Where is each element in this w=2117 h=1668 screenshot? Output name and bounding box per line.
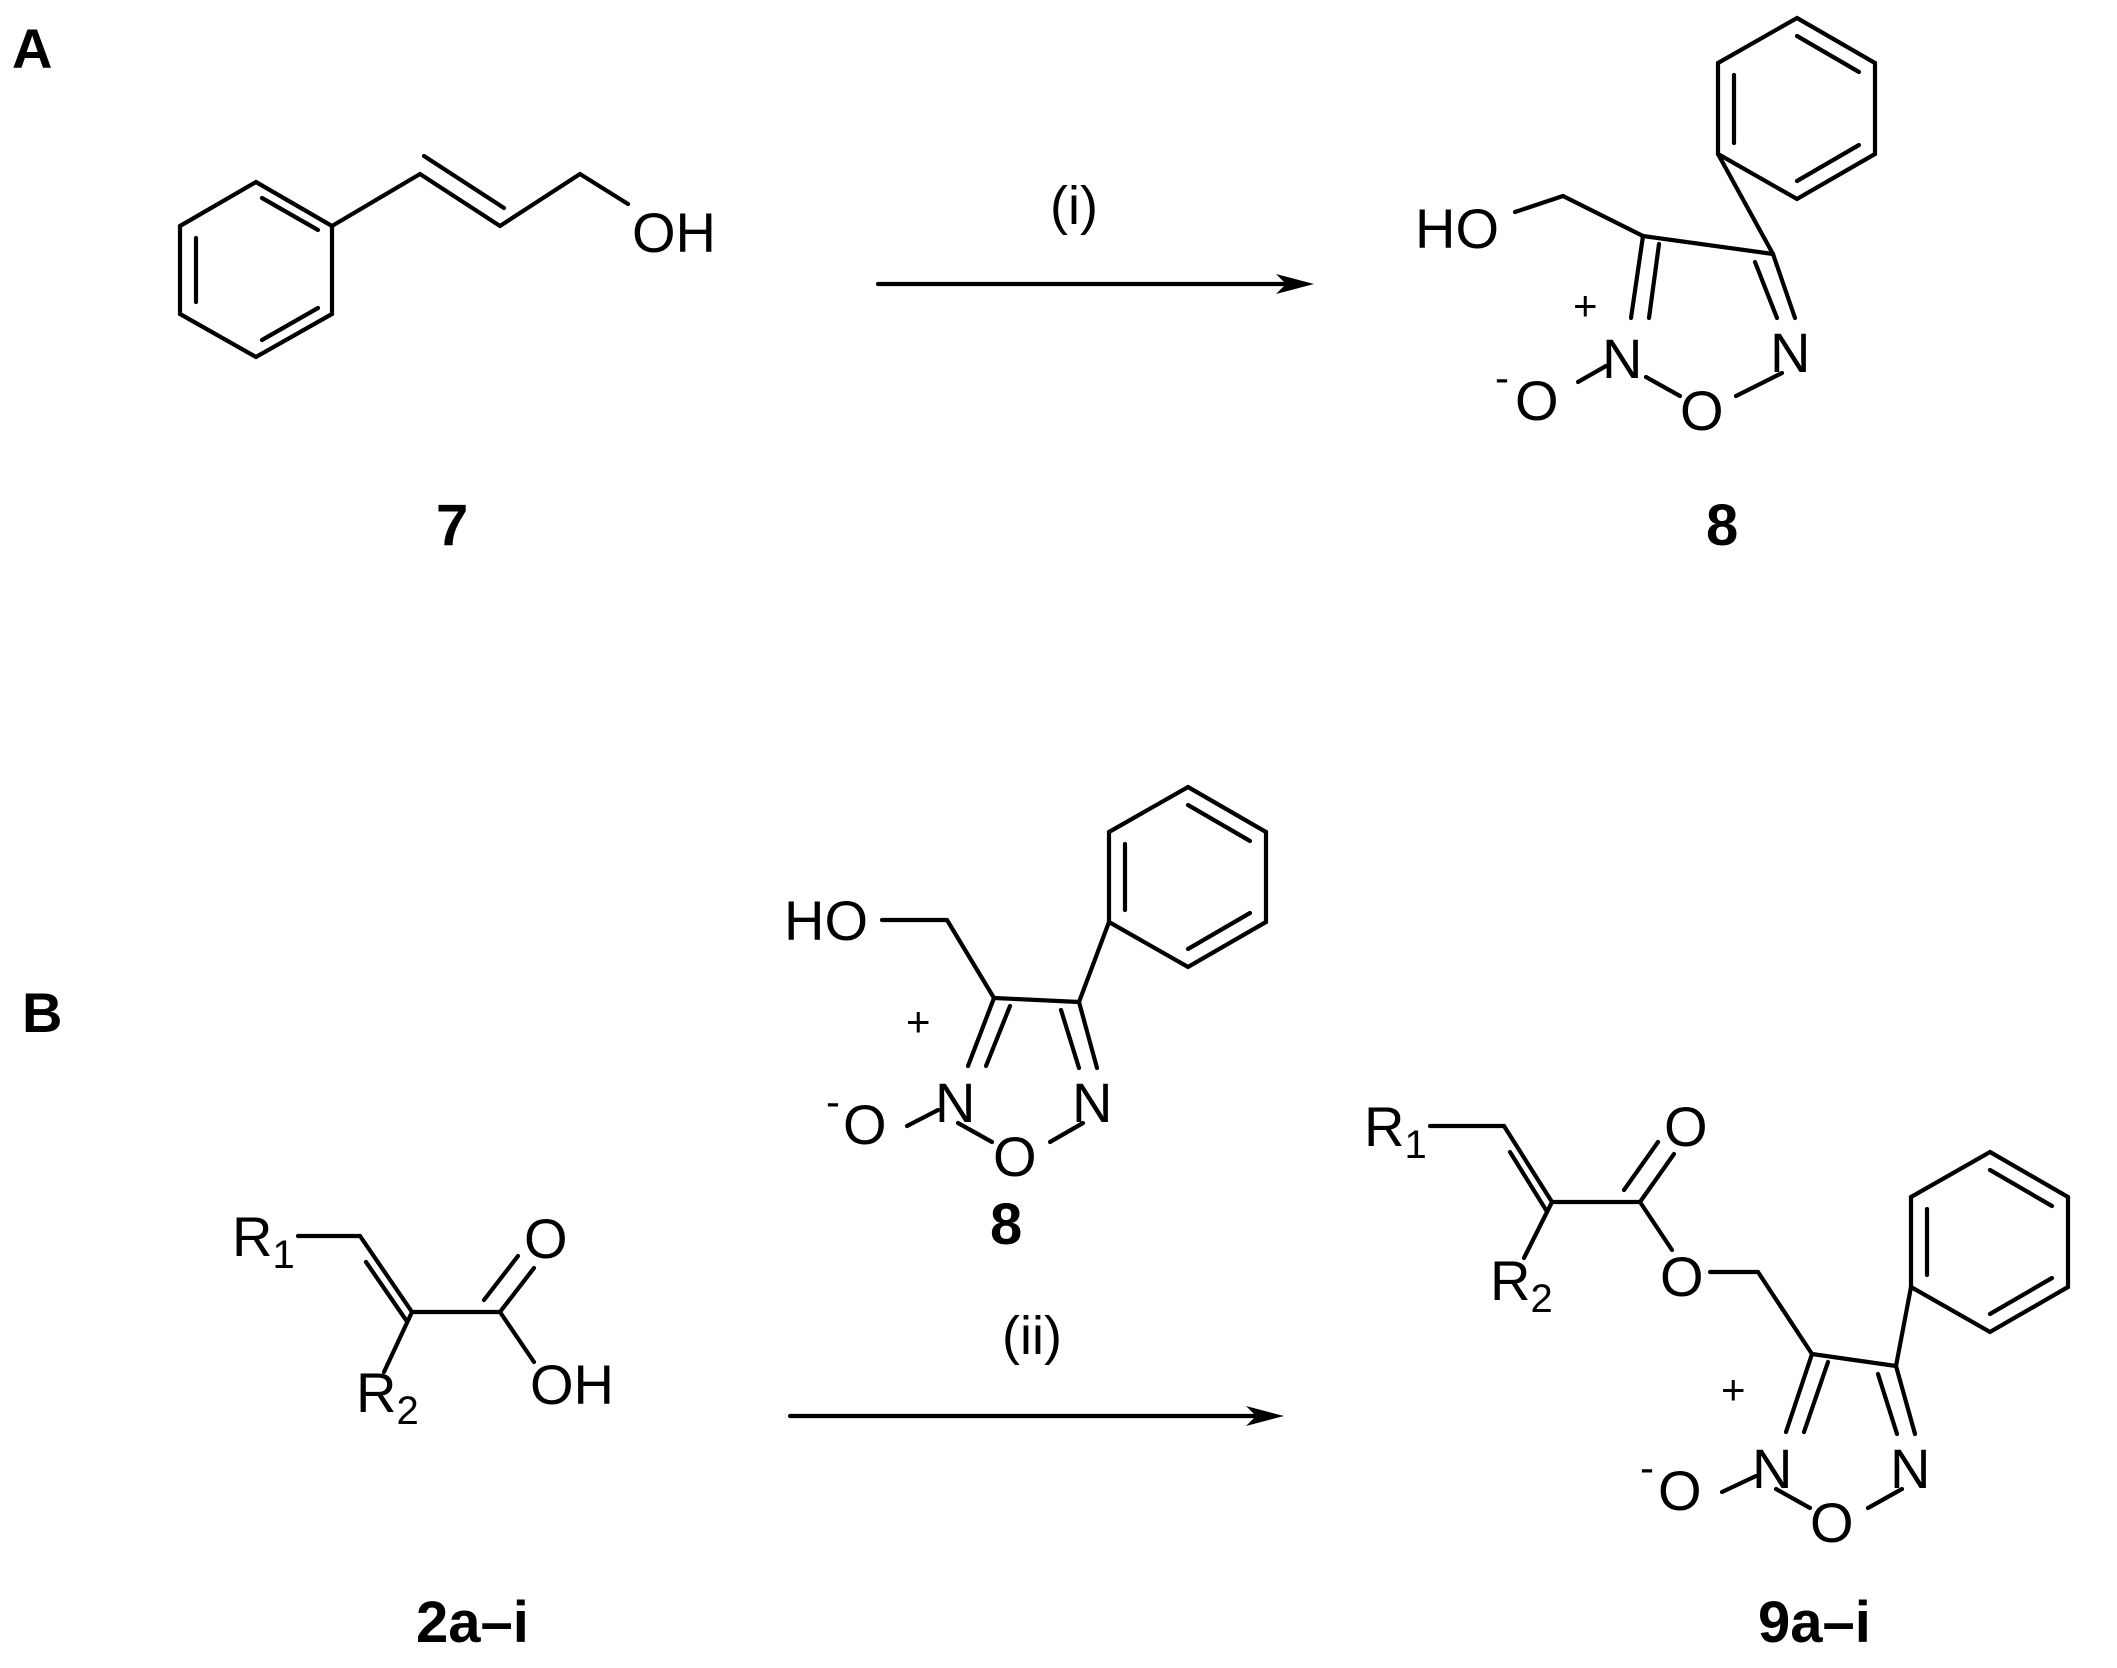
structure-ester-product: R1 R2 O O N O N + O - (1364, 1095, 2071, 1554)
negative-charge: - (826, 1078, 840, 1125)
panel-label-a: A (12, 17, 52, 80)
nitrogen-label: N (1770, 321, 1810, 384)
compound-label-8: 8 (1706, 493, 1738, 558)
compound-label-2a-i: 2a–i (416, 1590, 529, 1655)
ester-oxygen-label: O (1660, 1245, 1704, 1308)
nitrogen-label: N (1072, 1071, 1112, 1134)
condition-label-ii: (ii) (1002, 1306, 1062, 1366)
hydroxyl-label: HO (784, 889, 868, 952)
n-oxide-nitrogen-label: N (935, 1071, 975, 1134)
hydroxyl-label: HO (1415, 197, 1499, 260)
panel-label-b: B (22, 981, 62, 1044)
positive-charge: + (1721, 1366, 1746, 1413)
r2-label: R2 (356, 1361, 419, 1433)
negative-charge: - (1495, 354, 1509, 401)
structure-furoxan-8-b: HO N O N + O - (784, 784, 1269, 1188)
structure-cinnamyl-alcohol: OH (177, 153, 716, 360)
ring-oxygen-label: O (1680, 379, 1724, 442)
condition-label-i: (i) (1050, 176, 1098, 236)
reaction-arrow-i (875, 274, 1314, 294)
n-oxide-oxygen-label: O (843, 1093, 887, 1156)
n-oxide-oxygen-label: O (1658, 1459, 1702, 1522)
structure-furoxan-8-a: HO N O N + O - (1415, 15, 1878, 442)
compound-label-9a-i: 9a–i (1758, 1590, 1871, 1655)
ring-oxygen-label: O (993, 1125, 1037, 1188)
compound-label-7: 7 (436, 493, 468, 558)
hydroxyl-label: OH (632, 201, 716, 264)
ring-oxygen-label: O (1810, 1491, 1854, 1554)
carbonyl-oxygen-label: O (524, 1207, 568, 1270)
r1-label: R1 (1364, 1095, 1427, 1167)
reaction-arrow-ii (787, 1406, 1284, 1426)
r1-label: R1 (232, 1205, 295, 1277)
r2-label: R2 (1490, 1249, 1553, 1321)
nitrogen-label: N (1890, 1437, 1930, 1500)
carbonyl-oxygen-label: O (1664, 1095, 1708, 1158)
compound-label-8-reagent: 8 (990, 1192, 1022, 1257)
positive-charge: + (1573, 282, 1598, 329)
structure-acrylic-acid: R1 R2 O OH (232, 1205, 614, 1433)
n-oxide-oxygen-label: O (1515, 369, 1559, 432)
n-oxide-nitrogen-label: N (1752, 1437, 1792, 1500)
n-oxide-nitrogen-label: N (1602, 327, 1642, 390)
hydroxyl-label: OH (530, 1353, 614, 1416)
negative-charge: - (1640, 1444, 1654, 1491)
positive-charge: + (906, 998, 931, 1045)
